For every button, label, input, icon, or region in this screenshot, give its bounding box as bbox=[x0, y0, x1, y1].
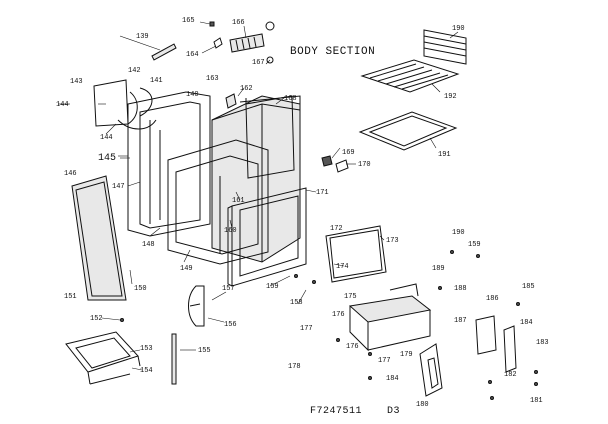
callout-182: 182 bbox=[504, 371, 517, 379]
callout-174: 174 bbox=[336, 263, 349, 271]
callout-139: 139 bbox=[136, 33, 149, 41]
callout-173: 173 bbox=[386, 237, 399, 245]
side-panel-168 bbox=[245, 95, 295, 179]
callout-144a: 144 bbox=[56, 101, 69, 109]
callout-153: 153 bbox=[140, 345, 153, 353]
callout-183: 183 bbox=[536, 339, 549, 347]
bracket-163 bbox=[225, 93, 237, 109]
callout-190a: 190 bbox=[452, 229, 465, 237]
callout-185: 185 bbox=[522, 283, 535, 291]
bracket-180 bbox=[419, 343, 443, 397]
side-door-panel bbox=[71, 175, 127, 301]
callout-168: 168 bbox=[284, 95, 297, 103]
callout-140: 140 bbox=[186, 91, 199, 99]
callout-191: 191 bbox=[438, 151, 451, 159]
oven-liner bbox=[167, 139, 269, 265]
callout-187: 187 bbox=[454, 317, 467, 325]
callout-189: 189 bbox=[432, 265, 445, 273]
callout-165: 165 bbox=[182, 17, 195, 25]
callout-150: 150 bbox=[134, 285, 147, 293]
callout-190b: 190 bbox=[452, 25, 465, 33]
callout-158: 158 bbox=[290, 299, 303, 307]
callout-160: 160 bbox=[224, 227, 237, 235]
rod-155 bbox=[171, 333, 177, 385]
callout-163: 163 bbox=[206, 75, 219, 83]
callout-170: 170 bbox=[358, 161, 371, 169]
callout-171: 171 bbox=[316, 189, 329, 197]
fan-154 bbox=[65, 331, 141, 385]
section-title: BODY SECTION bbox=[290, 46, 375, 58]
tray-191 bbox=[358, 111, 458, 151]
left-side-frame bbox=[127, 91, 211, 237]
sheet-number: D3 bbox=[387, 406, 400, 417]
callout-176b: 176 bbox=[346, 343, 359, 351]
bracket-156 bbox=[188, 285, 205, 327]
callout-145-bracket bbox=[118, 146, 129, 166]
callout-157: 157 bbox=[222, 285, 235, 293]
callout-184b: 184 bbox=[520, 319, 533, 327]
body-cabinet bbox=[211, 95, 301, 263]
callout-146: 146 bbox=[64, 170, 77, 178]
callout-192: 192 bbox=[444, 93, 457, 101]
callout-175: 175 bbox=[344, 293, 357, 301]
callout-labels: 139 140 141 142 143 144 144 145 146 147 … bbox=[56, 17, 549, 409]
callout-154: 154 bbox=[140, 367, 153, 375]
callout-147: 147 bbox=[112, 183, 125, 191]
rack-192 bbox=[360, 59, 460, 93]
callout-152: 152 bbox=[90, 315, 103, 323]
callout-155: 155 bbox=[198, 347, 211, 355]
callout-186: 186 bbox=[486, 295, 499, 303]
callout-156: 156 bbox=[224, 321, 237, 329]
callout-164: 164 bbox=[186, 51, 199, 59]
callout-176a: 176 bbox=[332, 311, 345, 319]
callout-179: 179 bbox=[400, 351, 413, 359]
leader-lines bbox=[58, 21, 459, 371]
top-brackets bbox=[151, 21, 275, 64]
callout-143: 143 bbox=[70, 78, 83, 86]
callout-180: 180 bbox=[416, 401, 429, 409]
top-rack-193 bbox=[423, 29, 467, 65]
callout-188: 188 bbox=[454, 285, 467, 293]
callout-159b: 159 bbox=[468, 241, 481, 249]
knob-parts bbox=[321, 155, 349, 173]
callout-177b: 177 bbox=[378, 357, 391, 365]
screws bbox=[120, 250, 538, 400]
callout-149: 149 bbox=[180, 265, 193, 273]
callout-144b: 144 bbox=[100, 134, 113, 142]
callout-145: 145 bbox=[98, 153, 116, 164]
callout-159a: 159 bbox=[266, 283, 279, 291]
callout-148: 148 bbox=[142, 241, 155, 249]
callout-184a: 184 bbox=[386, 375, 399, 383]
door-frame bbox=[227, 187, 307, 287]
side-part-186 bbox=[475, 315, 517, 373]
callout-166: 166 bbox=[232, 19, 245, 27]
wire-harness bbox=[93, 79, 157, 130]
callout-169: 169 bbox=[342, 149, 355, 157]
callout-151: 151 bbox=[64, 293, 77, 301]
callout-167: 167 bbox=[252, 59, 265, 67]
callout-181: 181 bbox=[530, 397, 543, 405]
callout-142: 142 bbox=[128, 67, 141, 75]
callout-141: 141 bbox=[150, 77, 163, 85]
callout-162: 162 bbox=[240, 85, 253, 93]
callout-177a: 177 bbox=[300, 325, 313, 333]
drawing-number: F7247511 bbox=[310, 406, 362, 417]
callout-161: 161 bbox=[232, 197, 245, 205]
callout-172: 172 bbox=[330, 225, 343, 233]
callout-178: 178 bbox=[288, 363, 301, 371]
drawer-175 bbox=[348, 283, 432, 352]
gasket-173 bbox=[325, 225, 387, 283]
